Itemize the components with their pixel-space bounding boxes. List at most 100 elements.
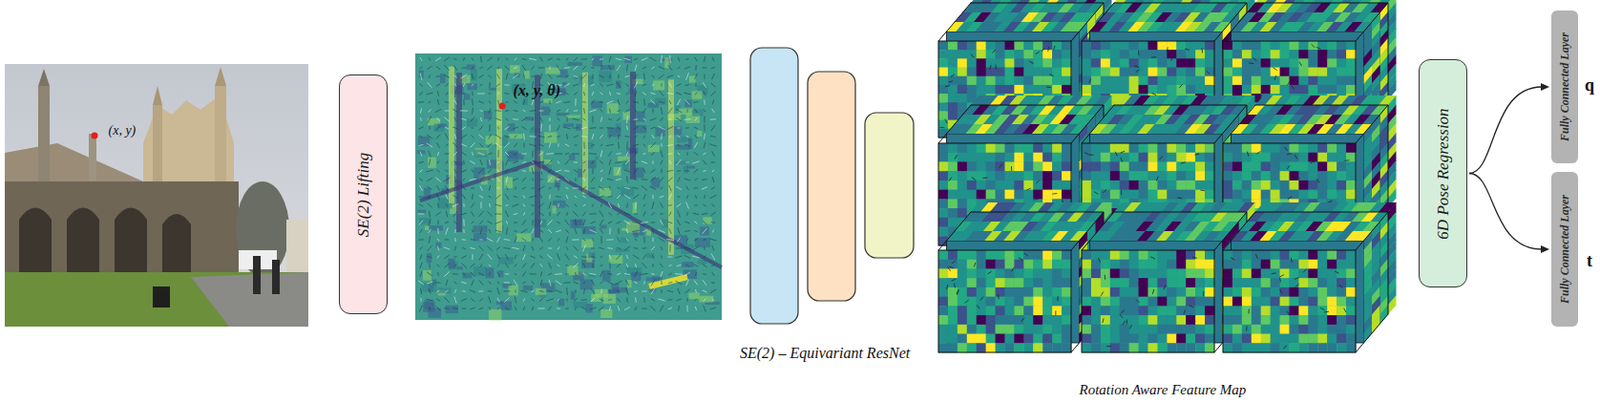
orientation-arrow bbox=[660, 133, 663, 141]
orientation-arrow bbox=[557, 252, 561, 260]
feature-cell bbox=[1251, 41, 1262, 51]
feature-blob bbox=[676, 136, 687, 143]
orientation-arrow bbox=[1046, 85, 1052, 88]
orientation-arrow bbox=[633, 58, 638, 61]
orientation-arrow bbox=[632, 194, 639, 200]
feature-blob bbox=[624, 56, 632, 64]
orientation-arrow bbox=[711, 253, 716, 261]
feature-blob bbox=[463, 273, 473, 279]
orientation-arrow bbox=[538, 211, 545, 216]
orientation-arrow bbox=[471, 98, 473, 106]
orientation-arrow bbox=[659, 90, 665, 96]
feature-cell bbox=[995, 58, 1006, 68]
orientation-arrow bbox=[573, 76, 579, 78]
orientation-arrow bbox=[582, 186, 588, 190]
feature-blob bbox=[615, 81, 622, 89]
orientation-arrow bbox=[488, 82, 490, 88]
orientation-arrow bbox=[557, 211, 561, 216]
orientation-arrow bbox=[687, 297, 689, 302]
feature-cell bbox=[1100, 41, 1111, 51]
orientation-arrow bbox=[428, 150, 431, 158]
orientation-arrow bbox=[1137, 50, 1139, 56]
orientation-arrow bbox=[616, 93, 621, 95]
orientation-arrow bbox=[505, 118, 509, 121]
orientation-arrow bbox=[626, 263, 628, 268]
orientation-arrow bbox=[702, 220, 708, 225]
feature-edge bbox=[448, 66, 455, 204]
feature-cell bbox=[1204, 58, 1215, 68]
orientation-arrow bbox=[606, 144, 614, 147]
feature-cell bbox=[1005, 49, 1015, 60]
orientation-arrow bbox=[487, 168, 492, 172]
feature-cell bbox=[1061, 76, 1072, 86]
orientation-arrow bbox=[426, 245, 432, 251]
orientation-arrow bbox=[555, 169, 563, 172]
orientation-arrow bbox=[437, 228, 440, 234]
orientation-arrow bbox=[676, 99, 680, 106]
feature-cell bbox=[1091, 67, 1101, 78]
orientation-arrow bbox=[589, 212, 597, 215]
orientation-arrow bbox=[566, 187, 569, 189]
orientation-arrow bbox=[694, 238, 698, 241]
feature-blob bbox=[444, 305, 459, 314]
orientation-arrow bbox=[486, 57, 493, 62]
feature-blob bbox=[654, 126, 665, 137]
orientation-arrow bbox=[650, 142, 655, 148]
orientation-arrow bbox=[693, 101, 698, 104]
feature-cell bbox=[1138, 41, 1149, 51]
feature-cell bbox=[938, 58, 948, 68]
orientation-arrow bbox=[624, 187, 630, 189]
orientation-arrow bbox=[566, 247, 569, 251]
orientation-arrow bbox=[504, 84, 509, 85]
orientation-arrow bbox=[471, 84, 474, 87]
orientation-arrow bbox=[634, 90, 636, 97]
orientation-arrow bbox=[514, 135, 518, 138]
orientation-arrow bbox=[633, 247, 638, 250]
orientation-arrow bbox=[676, 84, 682, 86]
orientation-arrow bbox=[453, 210, 459, 217]
feature-cell bbox=[986, 49, 996, 60]
orientation-arrow bbox=[463, 83, 465, 87]
orientation-arrow bbox=[599, 127, 604, 129]
orientation-arrow bbox=[479, 143, 484, 148]
orientation-arrow bbox=[505, 204, 509, 206]
orientation-arrow bbox=[444, 221, 449, 223]
orientation-arrow bbox=[652, 84, 653, 87]
feature-blob bbox=[554, 179, 560, 188]
orientation-arrow bbox=[712, 169, 715, 172]
orientation-arrow bbox=[591, 204, 594, 208]
orientation-arrow bbox=[652, 201, 654, 210]
orientation-arrow bbox=[694, 151, 698, 155]
orientation-arrow bbox=[692, 161, 699, 164]
orientation-arrow bbox=[438, 151, 440, 156]
orientation-arrow bbox=[479, 307, 484, 310]
orientation-arrow bbox=[651, 100, 656, 105]
orientation-arrow bbox=[589, 109, 597, 113]
orientation-arrow bbox=[555, 230, 562, 232]
orientation-arrow bbox=[623, 58, 631, 61]
orientation-arrow bbox=[660, 117, 664, 122]
orientation-arrow bbox=[479, 134, 485, 139]
slice-top bbox=[1247, 2, 1390, 13]
feature-cell bbox=[995, 49, 1006, 60]
orientation-arrow bbox=[608, 150, 612, 156]
orientation-arrow bbox=[486, 65, 492, 70]
orientation-arrow bbox=[676, 203, 682, 208]
orientation-arrow bbox=[505, 169, 509, 173]
orientation-arrow bbox=[675, 92, 682, 95]
orientation-arrow bbox=[661, 55, 663, 64]
feature-cell bbox=[1176, 41, 1186, 51]
orientation-arrow bbox=[615, 178, 622, 180]
orientation-arrow bbox=[634, 297, 637, 303]
orientation-arrow bbox=[453, 187, 458, 190]
orientation-arrow bbox=[694, 289, 697, 294]
feature-edge bbox=[582, 72, 589, 194]
orientation-arrow bbox=[694, 73, 698, 80]
orientation-arrow bbox=[643, 73, 645, 81]
feature-cell bbox=[1251, 49, 1262, 60]
orientation-arrow bbox=[582, 273, 587, 276]
feature-blob bbox=[485, 268, 495, 279]
orientation-arrow bbox=[633, 281, 637, 284]
orientation-arrow bbox=[469, 290, 477, 294]
orientation-arrow bbox=[454, 176, 457, 183]
